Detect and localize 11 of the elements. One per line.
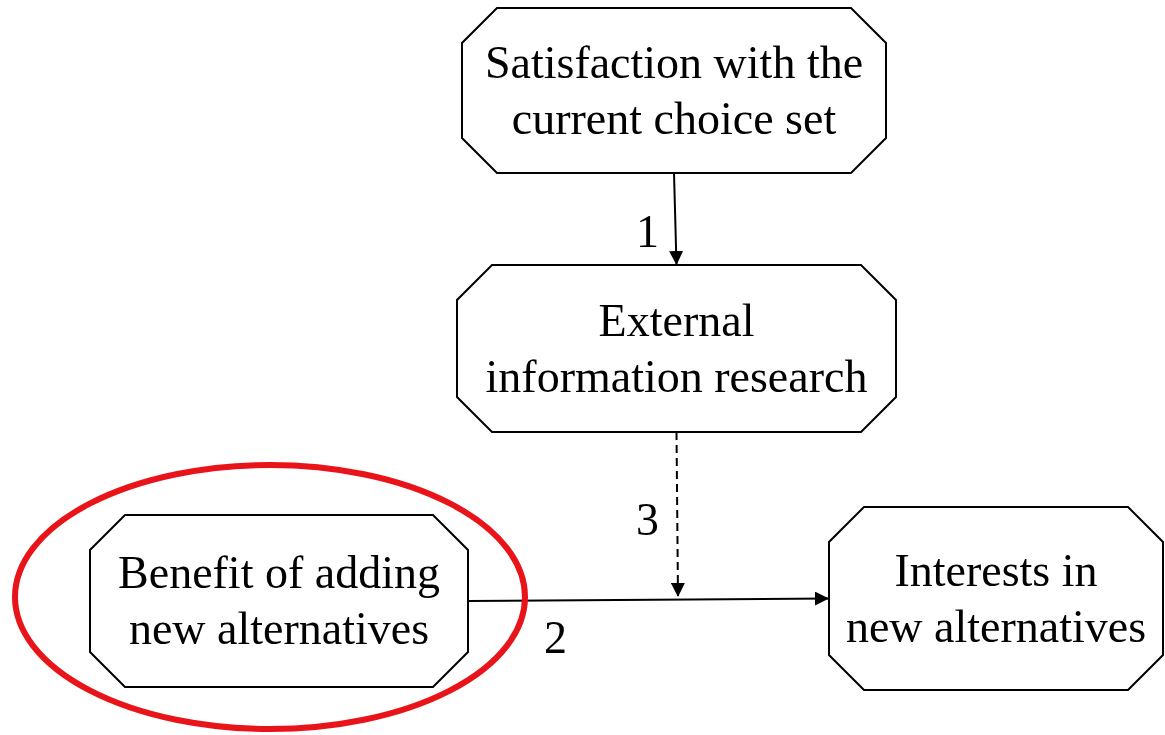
arrow (670, 431, 685, 598)
node-text: Benefit of adding new alternatives (117, 546, 441, 656)
process-octagon (90, 515, 468, 687)
node-text: Interests in new alternatives (844, 543, 1148, 654)
process-octagon (457, 265, 896, 432)
process-octagon (829, 507, 1163, 690)
node-text: External information research (484, 293, 869, 404)
process-octagon (462, 8, 886, 173)
node-text: Satisfaction with the current choice set (483, 35, 865, 146)
arrow (669, 172, 684, 266)
highlight-ellipse (12, 462, 528, 732)
